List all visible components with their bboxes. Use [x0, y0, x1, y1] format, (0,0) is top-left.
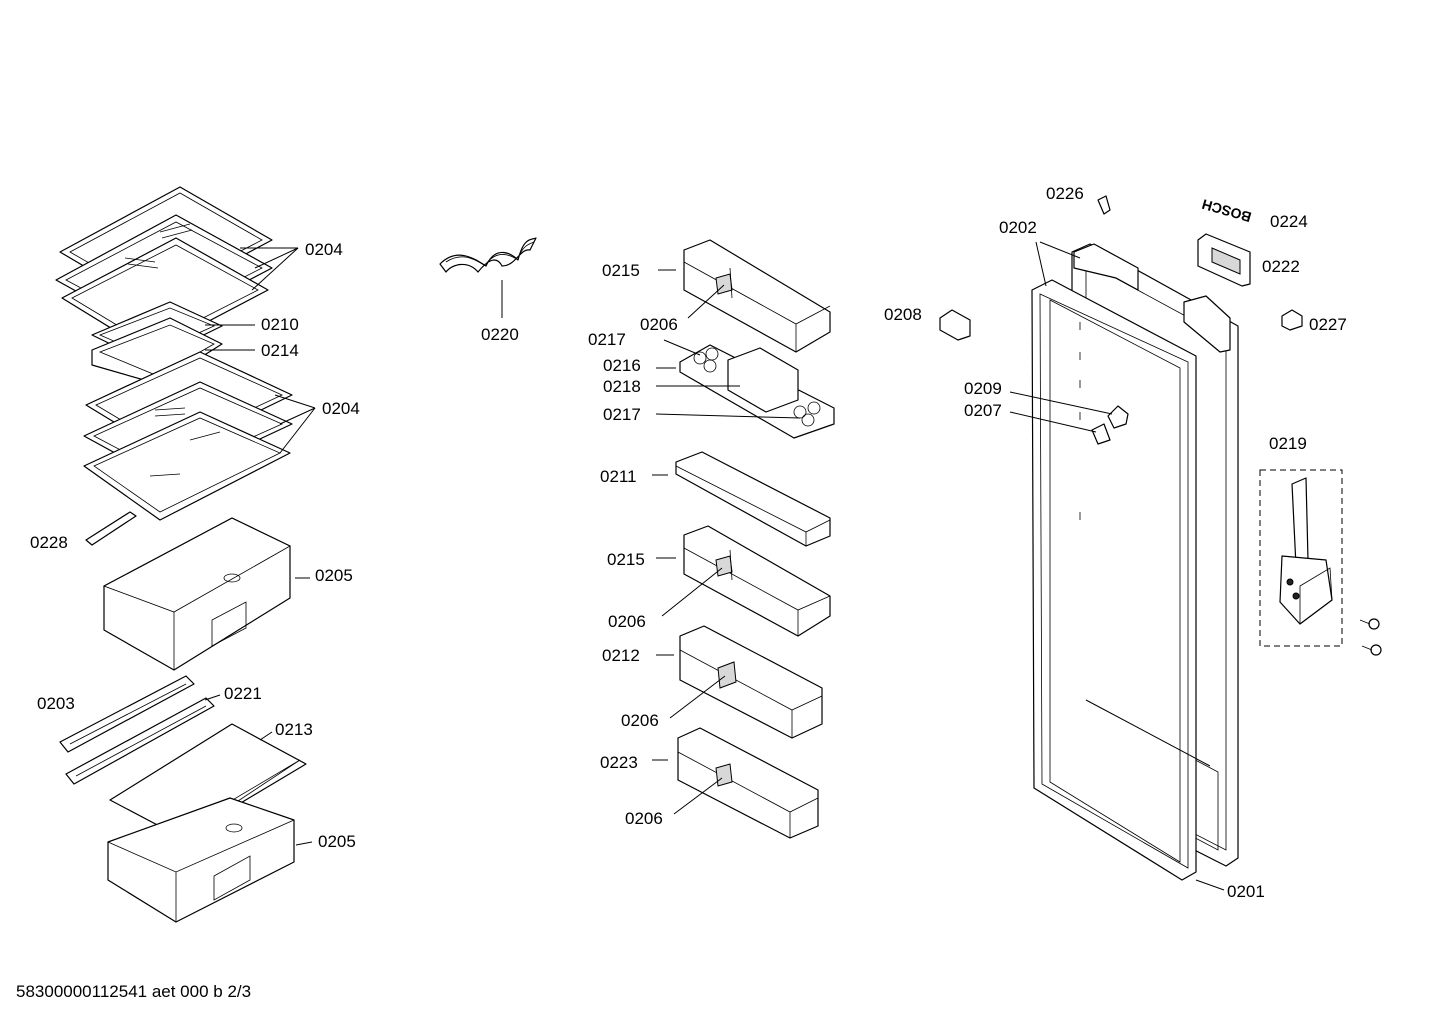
door-bin-0215-lower: [683, 525, 831, 637]
callout-0226: 0226: [1046, 184, 1084, 203]
callout-0203: 0203: [37, 694, 75, 713]
callout-0227: 0227: [1309, 315, 1347, 334]
callout-0209: 0209: [964, 379, 1002, 398]
door-bin-0211: [675, 451, 831, 547]
clip-0226: [1097, 195, 1111, 215]
badge-0222: [1197, 233, 1251, 287]
callout-0219: 0219: [1269, 434, 1307, 453]
clip-0209: [1107, 405, 1129, 429]
callout-0223: 0223: [600, 753, 638, 772]
callout-0202: 0202: [999, 218, 1037, 237]
callout-0213: 0213: [275, 720, 313, 739]
callout-0224: 0224: [1270, 212, 1308, 231]
crisper-drawer-lower: [107, 797, 295, 923]
callout-0218: 0218: [603, 377, 641, 396]
callout-0206-b: 0206: [608, 612, 646, 631]
rack-0221: [65, 697, 215, 785]
callout-0214: 0214: [261, 341, 299, 360]
callout-0201: 0201: [1227, 882, 1265, 901]
egg-tray-assembly: [679, 344, 835, 439]
clip-0207: [1091, 423, 1111, 445]
callout-0222: 0222: [1262, 257, 1300, 276]
callout-0215-upper: 0215: [602, 261, 640, 280]
door-bin-0215-upper: [683, 239, 831, 353]
callout-0206-d: 0206: [625, 809, 663, 828]
callout-0206-c: 0206: [621, 711, 659, 730]
callout-0208: 0208: [884, 305, 922, 324]
screw-2: [1361, 644, 1382, 656]
callout-0221: 0221: [224, 684, 262, 703]
hinge-assembly-0219: [1259, 469, 1343, 647]
callout-0207: 0207: [964, 401, 1002, 420]
rack-0203: [59, 675, 195, 753]
shelf-edge-strip-0228: [85, 511, 137, 546]
drawing-reference-footer: 58300000112541 aet 000 b 2/3: [16, 982, 251, 1001]
callout-0212: 0212: [602, 646, 640, 665]
callout-0217-a: 0217: [588, 330, 626, 349]
callout-0217-b: 0217: [603, 405, 641, 424]
callout-0211: 0211: [600, 467, 637, 486]
screw-1: [1359, 618, 1380, 630]
callout-0215-lower: 0215: [607, 550, 645, 569]
callout-0205-upper: 0205: [315, 566, 353, 585]
clip-0208: [939, 309, 971, 341]
callout-0220: 0220: [481, 325, 519, 344]
door-bin-0212: [679, 625, 823, 739]
glass-shelf-stack-upper: [55, 186, 273, 353]
callout-0216: 0216: [603, 356, 641, 375]
glass-shelf-stack-lower: [83, 351, 293, 521]
callout-0210: 0210: [261, 315, 299, 334]
callout-0206-a: 0206: [640, 315, 678, 334]
hinge-cover-0202: [1073, 243, 1231, 353]
svg-text:BOSCH: BOSCH: [1200, 196, 1253, 225]
bottle-rack-0220: [439, 237, 537, 318]
crisper-drawer-upper: [103, 517, 291, 671]
door-gasket-0201: [1031, 279, 1197, 881]
callout-0204-upper: 0204: [305, 240, 343, 259]
callout-0204-lower: 0204: [322, 399, 360, 418]
callout-0228: 0228: [30, 533, 68, 552]
callout-0205-lower: 0205: [318, 832, 356, 851]
bosch-logo: BOSCH: [1200, 196, 1253, 225]
clip-0227: [1281, 309, 1303, 331]
door-bin-0223: [677, 727, 819, 839]
